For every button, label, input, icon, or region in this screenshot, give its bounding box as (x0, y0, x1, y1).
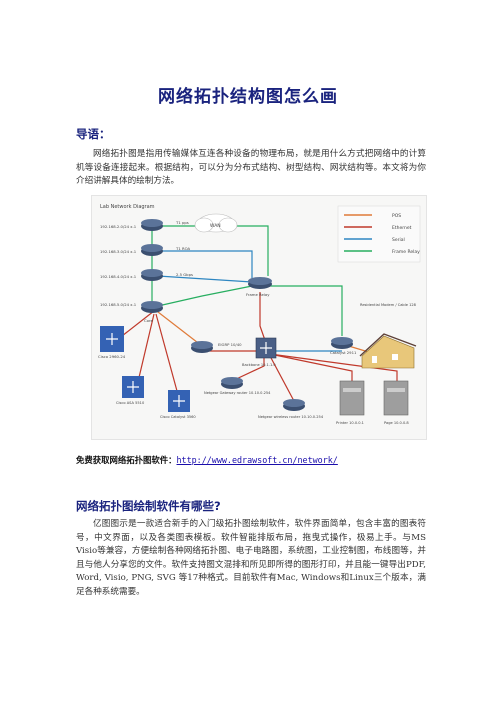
download-label: 免费获取网络拓扑图软件： (76, 455, 177, 465)
svg-text:T1 pps: T1 pps (175, 220, 189, 225)
svg-text:Cisco Catalyst 3560: Cisco Catalyst 3560 (160, 415, 196, 419)
legend-label-ethernet: Ethernet (392, 225, 412, 231)
download-line: 免费获取网络拓扑图软件：http://www.edrawsoft.cn/netw… (76, 454, 338, 466)
svg-text:Printer 10.0.0.1: Printer 10.0.0.1 (336, 421, 364, 425)
section-heading: 网络拓扑图绘制软件有哪些? (76, 499, 221, 513)
legend-label-serial: Serial (392, 237, 405, 243)
links (121, 225, 398, 402)
svg-text:192.168.5.0/24 x.1: 192.168.5.0/24 x.1 (100, 302, 137, 307)
download-link[interactable]: http://www.edrawsoft.cn/network/ (176, 455, 338, 465)
svg-text:Catalyst 2911: Catalyst 2911 (330, 350, 357, 355)
svg-text:Backbone 10.1.1.0: Backbone 10.1.1.0 (242, 363, 276, 367)
house-icon (359, 333, 417, 369)
page-title: 网络拓扑结构图怎么画 (158, 87, 338, 107)
svg-text:WAN: WAN (210, 223, 221, 229)
svg-text:Cisco 2960-24: Cisco 2960-24 (98, 354, 126, 359)
router-icon (331, 337, 353, 349)
router-icon (248, 277, 272, 289)
svg-text:2.5 Gbps: 2.5 Gbps (176, 272, 193, 277)
svg-text:Cisco ASA 5510: Cisco ASA 5510 (116, 401, 145, 405)
svg-text:Residential Modem / Cable 128: Residential Modem / Cable 128 (360, 303, 417, 307)
svg-text:Frame Relay: Frame Relay (246, 292, 270, 297)
router-icon (141, 244, 163, 256)
router-icon (141, 301, 163, 313)
legend-label-frame-relay: Frame Relay (392, 249, 420, 255)
svg-text:192.168.4.0/24 x.1: 192.168.4.0/24 x.1 (100, 274, 137, 279)
wan-cloud-icon: WAN (194, 213, 238, 233)
legend: POS Ethernet Serial Frame Relay (337, 205, 421, 263)
router-icon (283, 399, 305, 411)
svg-text:Page 10.0.0.8: Page 10.0.0.8 (384, 421, 409, 425)
network-diagram-figure: Lab Network Diagram POS Ethernet Serial … (91, 195, 427, 440)
svg-text:EIGRP 10/40: EIGRP 10/40 (218, 342, 242, 347)
svg-text:192.168.3.0/24 x.1: 192.168.3.0/24 x.1 (100, 249, 137, 254)
intro-paragraph: 网络拓扑图是指用传输媒体互连各种设备的物理布局，就是用什么方式把网络中的计算机等… (76, 149, 426, 187)
switch-icon (122, 376, 144, 398)
router-icon (141, 269, 163, 281)
printer-icon (339, 380, 365, 416)
router-icon (191, 341, 213, 353)
diagram-title: Lab Network Diagram (100, 204, 155, 210)
switch-icon (168, 390, 190, 412)
section-paragraph: 亿图图示是一款适合新手的入门级拓扑图绘制软件，软件界面简单，包含丰富的图表符号，… (76, 519, 426, 597)
switch-icon (100, 326, 124, 352)
intro-heading: 导语： (76, 127, 111, 141)
svg-text:T1 ROA: T1 ROA (175, 246, 191, 251)
router-icon (141, 219, 163, 231)
network-diagram: Lab Network Diagram POS Ethernet Serial … (98, 204, 421, 425)
router-icon (221, 377, 243, 389)
core-switch-icon (255, 337, 277, 359)
svg-text:Netgear wireless router 10.10.: Netgear wireless router 10.10.0.254 (258, 415, 324, 419)
svg-text:192.168.2.0/24 x.1: 192.168.2.0/24 x.1 (100, 224, 137, 229)
svg-text:Netgear Gateway router 10.10.0: Netgear Gateway router 10.10.0.254 (204, 391, 271, 395)
printer-icon (383, 380, 409, 416)
legend-label-pos: POS (392, 213, 401, 219)
svg-text:Core: Core (144, 318, 153, 323)
